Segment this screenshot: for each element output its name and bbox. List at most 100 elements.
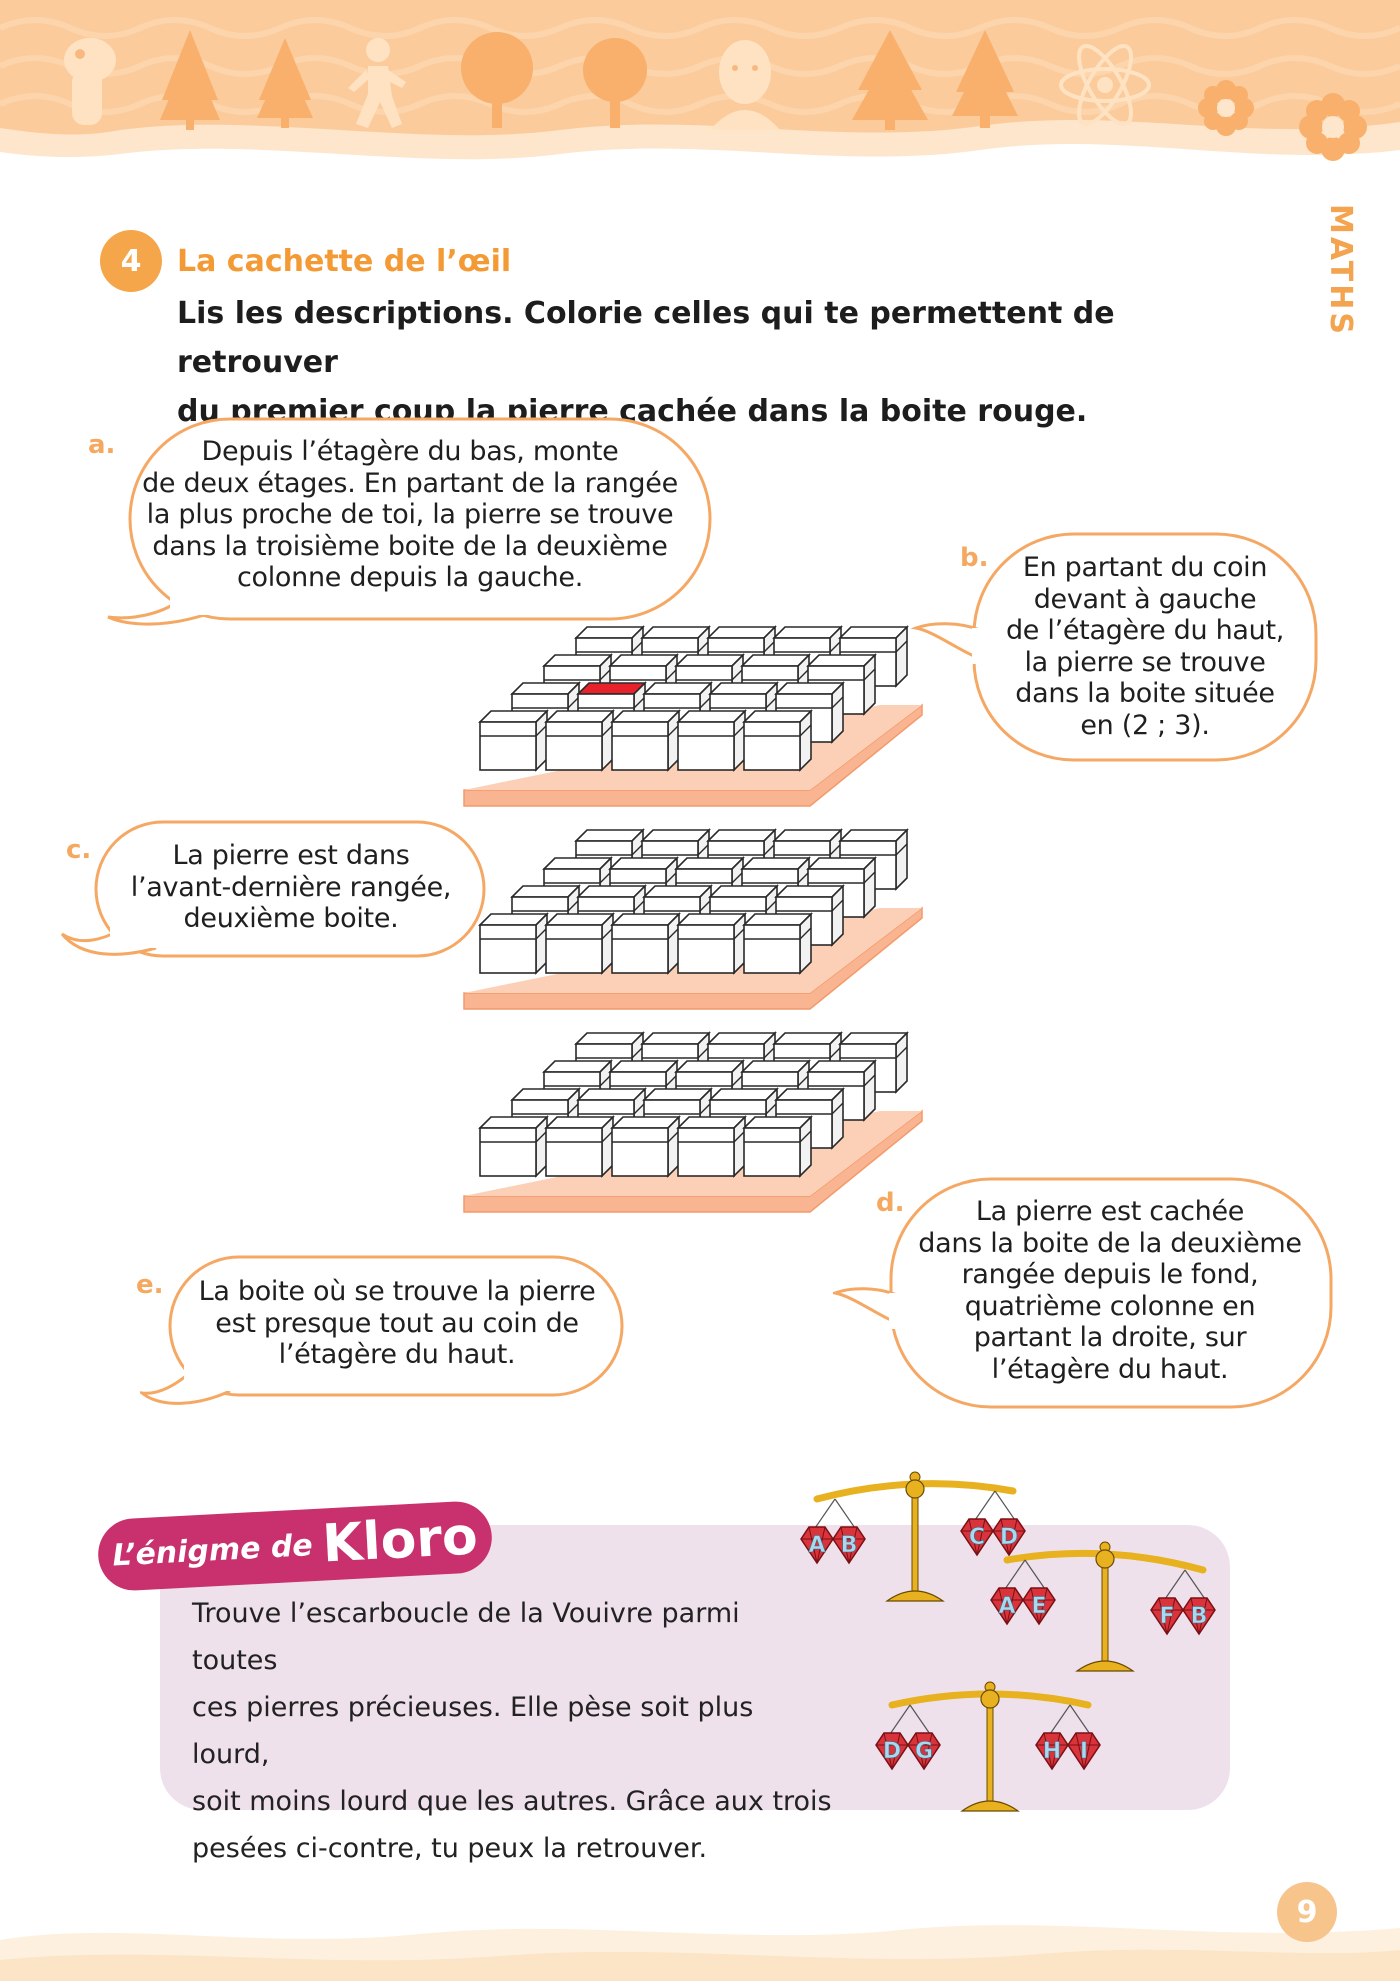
text-line: de l’étagère du haut, xyxy=(1005,615,1285,646)
page-number-badge: 9 xyxy=(1277,1882,1337,1942)
text-line: est presque tout au coin de xyxy=(215,1307,579,1339)
gem-label: D xyxy=(883,1739,901,1764)
text-line: l’étagère du haut. xyxy=(278,1339,516,1370)
storage-box[interactable] xyxy=(544,1115,615,1178)
shelf-stack xyxy=(463,625,923,1213)
text-line: devant à gauche xyxy=(1033,583,1257,615)
runner-icon xyxy=(348,38,406,128)
gem-label: B xyxy=(1191,1604,1208,1629)
gem-icon: D xyxy=(875,1732,909,1771)
text-line: partant la droite, sur xyxy=(973,1322,1247,1353)
text-line: pesées ci-contre, tu peux la retrouver. xyxy=(192,1833,708,1864)
storage-box[interactable] xyxy=(742,912,813,975)
tree-icon xyxy=(583,38,647,128)
gem-label: A xyxy=(998,1594,1015,1619)
balance-post xyxy=(1101,1552,1109,1666)
kloro-riddle-text: Trouve l’escarboucle de la Vouivre parmi… xyxy=(192,1590,832,1872)
storage-box[interactable] xyxy=(478,1115,549,1178)
balance-base xyxy=(885,1590,945,1602)
gem-icon: B xyxy=(1182,1597,1216,1636)
description-letter-b: b. xyxy=(960,543,989,573)
description-b-text: En partant du coin devant à gauche de l’… xyxy=(985,552,1305,741)
description-letter-d: d. xyxy=(876,1188,905,1218)
storage-box[interactable] xyxy=(610,709,681,772)
speech-bubble-a[interactable] xyxy=(100,415,715,630)
gem-icon: B xyxy=(832,1526,866,1565)
shelf xyxy=(463,828,923,1010)
page-number: 9 xyxy=(1296,1894,1318,1930)
instruction-line: Lis les descriptions. Colorie celles qui… xyxy=(177,296,1115,380)
text-line: Trouve l’escarboucle de la Vouivre parmi… xyxy=(192,1598,740,1676)
speech-bubble-d[interactable] xyxy=(833,1175,1337,1411)
storage-box[interactable] xyxy=(676,912,747,975)
gem-icon: A xyxy=(990,1587,1024,1626)
gem-icon: H xyxy=(1035,1732,1069,1771)
storage-box[interactable] xyxy=(544,709,615,772)
header-band xyxy=(0,0,1400,160)
gem-label: B xyxy=(841,1533,858,1558)
storage-box[interactable] xyxy=(610,912,681,975)
storage-box[interactable] xyxy=(478,912,549,975)
description-a-text: Depuis l’étagère du bas, monte de deux é… xyxy=(130,436,690,594)
head-icon xyxy=(710,40,780,130)
gem-label: C xyxy=(969,1525,985,1550)
tree-icon xyxy=(852,30,928,130)
text-line: l’avant-dernière rangée, xyxy=(130,871,452,903)
text-line: La pierre est dans xyxy=(172,840,410,871)
footer-band xyxy=(0,1925,1400,1981)
gem-label: F xyxy=(1159,1604,1174,1629)
text-line: La pierre est cachée xyxy=(975,1196,1245,1227)
text-line: colonne depuis la gauche. xyxy=(236,562,584,593)
shelf xyxy=(463,1031,923,1213)
text-line: ces pierres précieuses. Elle pèse soit p… xyxy=(192,1692,754,1770)
text-line: Depuis l’étagère du bas, monte xyxy=(201,436,619,467)
speech-bubble-b[interactable] xyxy=(910,530,1322,765)
storage-box[interactable] xyxy=(676,1115,747,1178)
gem-label: E xyxy=(1031,1594,1046,1619)
kloro-badge-name: Kloro xyxy=(320,1506,480,1575)
balance-post xyxy=(986,1692,994,1806)
description-letter-e: e. xyxy=(136,1270,164,1300)
storage-box[interactable] xyxy=(544,912,615,975)
text-line: en (2 ; 3). xyxy=(1080,709,1210,741)
balance-base xyxy=(960,1800,1020,1812)
storage-box[interactable] xyxy=(742,1115,813,1178)
tree-icon xyxy=(952,30,1018,128)
flower-icon xyxy=(1198,80,1254,136)
speech-bubble-c[interactable] xyxy=(60,818,490,963)
atom-icon xyxy=(1059,44,1151,126)
description-d-text: La pierre est cachée dans la boite de la… xyxy=(910,1196,1310,1385)
description-e-text: La boite où se trouve la pierre est pres… xyxy=(182,1276,612,1371)
description-letter-c: c. xyxy=(66,835,92,865)
gem-icon: E xyxy=(1022,1587,1056,1626)
text-line: dans la troisième boite de la deuxième xyxy=(152,530,668,562)
text-line: rangée depuis le fond, xyxy=(961,1259,1259,1290)
exercise-instruction: Lis les descriptions. Colorie celles qui… xyxy=(177,289,1257,436)
gem-label: A xyxy=(808,1533,825,1558)
text-line: l’étagère du haut. xyxy=(991,1353,1229,1385)
gem-label: D xyxy=(1000,1525,1018,1550)
gem-icon: G xyxy=(907,1732,941,1771)
text-line: quatrième colonne en xyxy=(964,1290,1256,1322)
storage-box[interactable] xyxy=(742,709,813,772)
storage-box[interactable] xyxy=(676,709,747,772)
text-line: soit moins lourd que les autres. Grâce a… xyxy=(192,1786,832,1817)
balance-post xyxy=(911,1482,919,1596)
speech-bubble-e[interactable] xyxy=(140,1253,627,1413)
storage-box[interactable] xyxy=(478,709,549,772)
snake-icon xyxy=(64,38,116,125)
tree-icon xyxy=(160,30,220,130)
exercise-number-badge: 4 xyxy=(100,230,162,292)
balance-base xyxy=(1075,1660,1135,1672)
storage-box[interactable] xyxy=(610,1115,681,1178)
text-line: deuxième boite. xyxy=(183,903,399,934)
shelf xyxy=(463,625,923,807)
text-line: dans la boite située xyxy=(1015,678,1275,709)
text-line: dans la boite de la deuxième xyxy=(918,1227,1302,1259)
gem-icon: C xyxy=(960,1518,994,1557)
gem-label: I xyxy=(1080,1739,1088,1764)
kloro-badge-prefix: L’énigme de xyxy=(111,1527,314,1574)
